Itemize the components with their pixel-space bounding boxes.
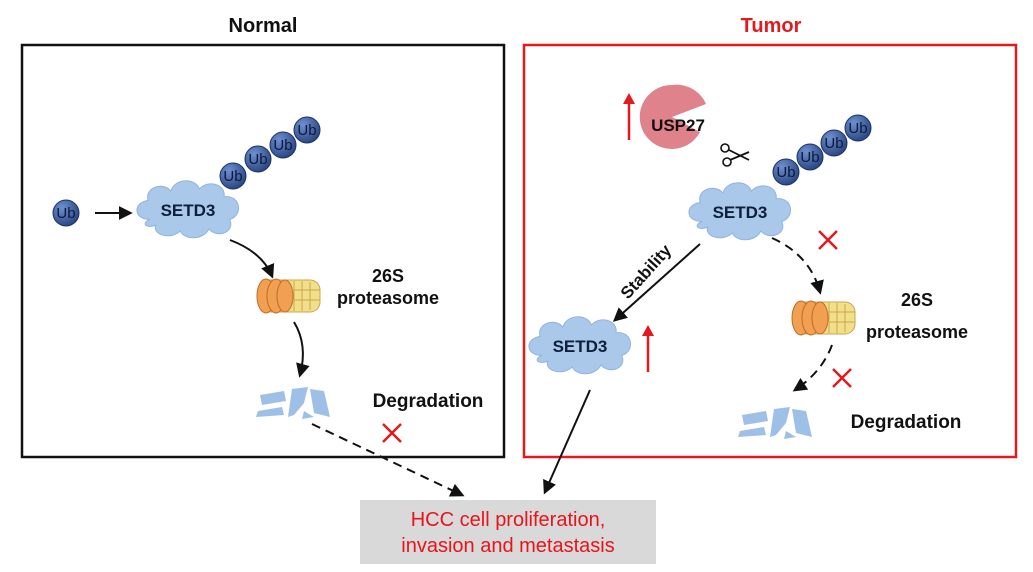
normal-panel-title: Normal [229, 15, 298, 37]
tumor-panel-frame [522, 43, 1018, 459]
normal-ub-chain: Ub Ub Ub Ub [219, 116, 321, 190]
usp27-enzyme [639, 84, 706, 149]
tumor-to-proteasome-dashed-arrow [771, 237, 824, 295]
normal-degradation-fragments [256, 387, 330, 419]
normal-ub-chain-label: Ub [248, 151, 267, 168]
tumor-ub-chain-label: Ub [824, 135, 843, 152]
normal-proteasome-label-2: proteasome [337, 288, 439, 308]
normal-ub-chain-label: Ub [273, 137, 292, 154]
scissors-icon [720, 143, 750, 167]
usp27-up-arrow [623, 93, 635, 140]
tumor-ub-chain-label: Ub [800, 149, 819, 166]
tumor-ub-chain-label: Ub [776, 164, 795, 181]
tumor-ub-chain: Ub Ub Ub Ub [772, 114, 872, 186]
setd3-up-arrow [642, 325, 654, 372]
tumor-degradation-fragments [738, 407, 812, 439]
normal-ub-chain-label: Ub [223, 168, 242, 185]
tumor-block-x-1 [817, 229, 839, 251]
tumor-ub-chain-label: Ub [848, 120, 867, 137]
tumor-proteasome-label-2: proteasome [866, 322, 968, 342]
tumor-proteasome-label-1: 26S [901, 290, 933, 310]
normal-ub-chain-label: Ub [297, 122, 316, 139]
outcome-box [360, 500, 656, 564]
normal-degradation-label: Degradation [373, 391, 484, 412]
normal-proteasome-label-1: 26S [372, 266, 404, 286]
usp27-label: USP27 [651, 116, 705, 135]
normal-to-degradation-arrow [293, 321, 310, 378]
free-ub-label: Ub [56, 205, 75, 222]
tumor-to-degradation-dashed-arrow [792, 344, 833, 392]
normal-panel-frame [20, 43, 506, 459]
stability-arrow [612, 243, 701, 322]
tumor-degradation-label: Degradation [851, 412, 962, 433]
tumor-setd3-label: SETD3 [713, 203, 768, 222]
outcome-line-1: HCC cell proliferation, [411, 509, 606, 531]
normal-to-outcome-dashed-arrow [311, 423, 465, 497]
tumor-proteasome [791, 300, 856, 336]
normal-proteasome [256, 278, 321, 314]
outcome-line-2: invasion and metastasis [401, 535, 614, 557]
tumor-panel-title: Tumor [741, 15, 802, 37]
free-ub-ball: Ub [52, 199, 80, 227]
normal-block-x [381, 422, 403, 444]
stabilized-setd3-label: SETD3 [553, 337, 608, 356]
normal-setd3-label: SETD3 [161, 201, 216, 220]
normal-to-proteasome-arrow [229, 239, 275, 279]
tumor-block-x-2 [831, 367, 853, 389]
setd3-to-outcome-arrow [543, 389, 591, 495]
